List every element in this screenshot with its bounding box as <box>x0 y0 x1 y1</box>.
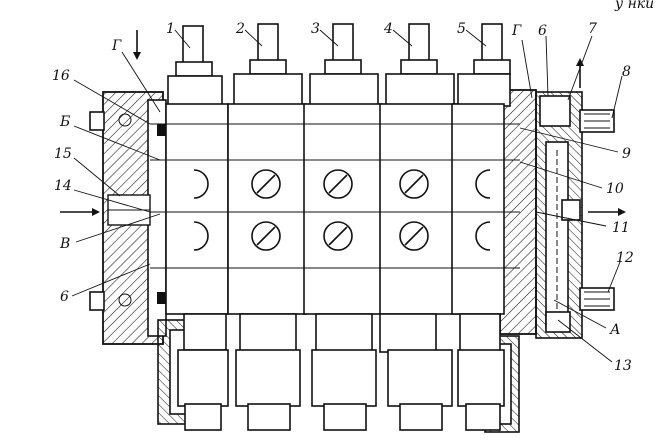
label-11: 11 <box>612 220 630 236</box>
label-8: 8 <box>622 64 631 80</box>
spool-section-4 <box>379 23 459 431</box>
left-end-cover <box>89 91 167 345</box>
label-g-right: Г <box>511 23 522 39</box>
label-a: А <box>609 322 621 338</box>
label-5: 5 <box>457 21 466 37</box>
label-10: 10 <box>606 181 624 197</box>
corner-text: у нки <box>614 0 654 12</box>
label-15: 15 <box>54 146 72 162</box>
label-b: Б <box>59 114 70 130</box>
label-6-top: 6 <box>538 23 547 39</box>
label-1: 1 <box>166 21 175 37</box>
flow-arrows <box>60 30 626 216</box>
label-14: 14 <box>54 178 72 194</box>
label-9: 9 <box>622 146 631 162</box>
label-7: 7 <box>588 21 597 37</box>
label-12: 12 <box>616 250 634 266</box>
label-g-left: Г <box>111 38 122 54</box>
label-13: 13 <box>614 358 632 374</box>
spool-section-3 <box>303 23 383 431</box>
spool-section-1 <box>165 25 229 431</box>
spool-sections <box>150 23 520 431</box>
label-16: 16 <box>52 68 70 84</box>
leader-lines <box>71 29 623 363</box>
label-6-bottom: 6 <box>60 289 69 305</box>
right-end-cover <box>499 89 615 339</box>
label-v: В <box>59 236 70 252</box>
label-3: 3 <box>311 21 320 37</box>
label-4: 4 <box>383 21 393 37</box>
spool-section-2 <box>227 23 307 431</box>
label-2: 2 <box>235 21 245 37</box>
spool-section-5 <box>451 23 511 431</box>
